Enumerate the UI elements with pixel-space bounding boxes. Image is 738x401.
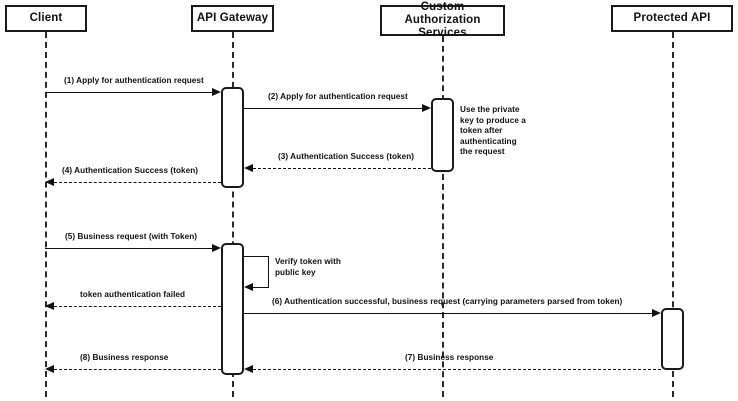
message-line-6 — [244, 313, 652, 314]
actor-box-gateway[interactable]: API Gateway — [191, 5, 274, 32]
selfcall-verify-top — [244, 256, 269, 257]
lifeline-gateway — [232, 32, 234, 397]
message-line-4 — [54, 182, 221, 183]
lifeline-protected — [672, 32, 674, 397]
message-label-7: (7) Business response — [405, 353, 494, 362]
message-line-5 — [45, 248, 212, 249]
actor-box-protected[interactable]: Protected API — [611, 5, 733, 32]
actor-label-gateway: API Gateway — [196, 12, 269, 24]
message-line-2 — [244, 108, 422, 109]
message-label-6: (6) Authentication successful, business … — [272, 297, 623, 306]
message-arrowhead-4 — [45, 177, 54, 186]
message-arrowhead-1 — [212, 87, 221, 96]
message-arrowhead-5 — [212, 243, 221, 252]
lifeline-authsvc — [442, 36, 444, 397]
selfcall-verify-bottom — [253, 287, 269, 288]
note-private-key: Use the private key to produce a token a… — [460, 105, 526, 156]
message-line-token-failed — [54, 306, 221, 307]
actor-box-authsvc[interactable]: Custom Authorization Services — [380, 1, 505, 39]
message-label-1: (1) Apply for authentication request — [64, 76, 204, 85]
activation-gateway-business — [221, 243, 244, 375]
note-verify-token: Verify token with public key — [275, 257, 341, 277]
activation-gateway-auth — [221, 87, 244, 188]
message-label-2: (2) Apply for authentication request — [268, 92, 408, 101]
activation-authsvc — [431, 98, 454, 172]
activation-protected — [661, 308, 684, 370]
message-label-token-failed: token authentication failed — [80, 290, 186, 299]
message-arrowhead-token-failed — [45, 301, 54, 310]
message-label-8: (8) Business response — [80, 353, 169, 362]
message-line-1 — [45, 92, 212, 93]
actor-box-client[interactable]: Client — [5, 5, 87, 32]
message-label-4: (4) Authentication Success (token) — [62, 166, 199, 175]
actor-label-client: Client — [29, 12, 63, 24]
selfcall-verify-right — [268, 256, 269, 287]
message-line-3 — [253, 168, 431, 169]
message-line-7 — [253, 369, 661, 370]
message-arrowhead-6 — [652, 308, 661, 317]
message-arrowhead-3 — [244, 163, 253, 172]
message-arrowhead-7 — [244, 364, 253, 373]
message-arrowhead-2 — [422, 103, 431, 112]
selfcall-verify-arrowhead — [244, 282, 253, 291]
actor-label-authsvc: Custom Authorization Services — [404, 1, 481, 39]
lifeline-client — [45, 32, 47, 397]
message-label-3: (3) Authentication Success (token) — [278, 152, 415, 161]
message-line-8 — [54, 369, 221, 370]
message-label-5: (5) Business request (with Token) — [65, 232, 198, 241]
message-arrowhead-8 — [45, 364, 54, 373]
actor-label-protected: Protected API — [633, 12, 711, 24]
